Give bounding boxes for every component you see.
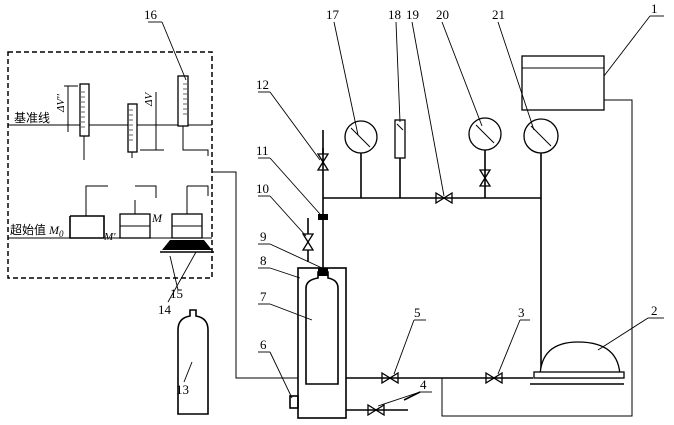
- label-8: 8: [260, 253, 267, 268]
- label-1: 1: [651, 1, 658, 16]
- initial-label: 超始值: [10, 222, 46, 237]
- label-16: 16: [144, 7, 158, 22]
- label-17: 17: [326, 7, 340, 22]
- label-18: 18: [388, 7, 401, 22]
- dv-double-label: ΔV'': [55, 93, 67, 113]
- label-2: 2: [651, 303, 658, 318]
- valve-3: [485, 371, 503, 385]
- baseline-label: 基准线: [14, 111, 50, 125]
- burette-right: [177, 75, 189, 127]
- m-prime-label: M': [103, 231, 116, 243]
- m0-label: M: [48, 223, 60, 237]
- thermometer-18: [394, 119, 406, 198]
- gas-cylinder-13: [177, 309, 209, 415]
- vessel-2: [530, 341, 625, 385]
- label-12: 12: [256, 77, 269, 92]
- label-20: 20: [436, 7, 449, 22]
- label-13: 13: [176, 382, 189, 397]
- label-3: 3: [518, 305, 525, 320]
- valve-10: [301, 218, 315, 262]
- gas-cylinder-7: [305, 271, 339, 385]
- cylinder-valve-9: [318, 268, 328, 276]
- pressure-gauge-20: [468, 117, 502, 151]
- label-5: 5: [414, 305, 421, 320]
- valve-5: [381, 371, 399, 385]
- label-11: 11: [256, 143, 269, 158]
- reservoir-1: [521, 55, 605, 111]
- balance-scale: [162, 240, 212, 250]
- pressure-gauge-21: [523, 118, 559, 198]
- label-6: 6: [260, 337, 267, 352]
- label-7: 7: [260, 289, 267, 304]
- container-left: [69, 215, 105, 239]
- m-label: M: [151, 211, 163, 225]
- pressure-gauge-17: [344, 120, 378, 198]
- dv-label: ΔV: [143, 92, 155, 107]
- label-15: 15: [170, 286, 183, 301]
- burette-middle: [127, 103, 138, 153]
- valve-20: [478, 150, 492, 198]
- label-14: 14: [158, 302, 172, 317]
- heater-6: [289, 395, 299, 409]
- m0-sub: 0: [59, 229, 64, 239]
- valve-19: [435, 191, 453, 205]
- inset-box: [7, 51, 213, 279]
- label-10: 10: [256, 181, 269, 196]
- tee-11: [318, 214, 328, 220]
- label-9: 9: [260, 229, 267, 244]
- label-4: 4: [420, 377, 427, 392]
- valve-12: [316, 148, 330, 171]
- label-19: 19: [406, 7, 419, 22]
- valve-4: [367, 403, 385, 417]
- label-21: 21: [492, 7, 505, 22]
